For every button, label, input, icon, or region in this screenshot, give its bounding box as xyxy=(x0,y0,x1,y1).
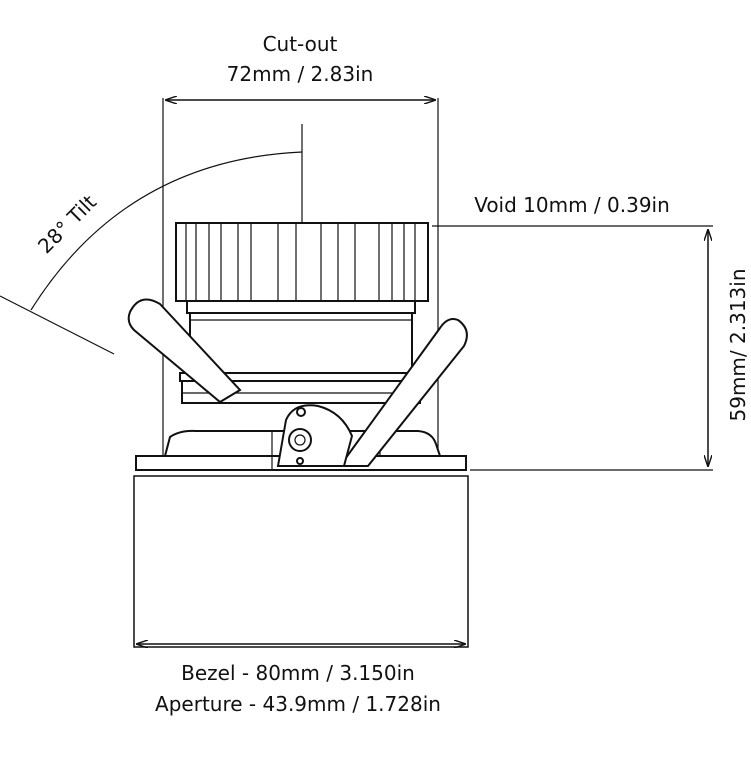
downlight-product xyxy=(127,222,468,471)
height-dimension xyxy=(470,230,713,471)
bezel-trim xyxy=(133,475,469,648)
void-label: Void 10mm / 0.39in xyxy=(474,193,670,217)
driver-neck xyxy=(186,300,416,314)
lamp-body xyxy=(189,312,413,374)
aperture-label: Aperture - 43.9mm / 1.728in xyxy=(155,692,441,716)
heat-sink xyxy=(175,222,429,302)
pin-bottom xyxy=(296,457,304,465)
bezel-label: Bezel - 80mm / 3.150in xyxy=(181,661,415,685)
tilt-label: 28° Tilt xyxy=(33,190,101,258)
pivot-screw xyxy=(288,428,312,452)
right-spring-clip xyxy=(338,318,468,467)
cutout-title: Cut-out xyxy=(263,32,338,56)
cutout-dimension xyxy=(162,98,439,470)
left-spring-clip xyxy=(127,298,242,404)
pin-top xyxy=(296,407,306,417)
cutout-value: 72mm / 2.83in xyxy=(227,62,374,86)
height-label: 59mm/ 2.313in xyxy=(726,269,750,422)
